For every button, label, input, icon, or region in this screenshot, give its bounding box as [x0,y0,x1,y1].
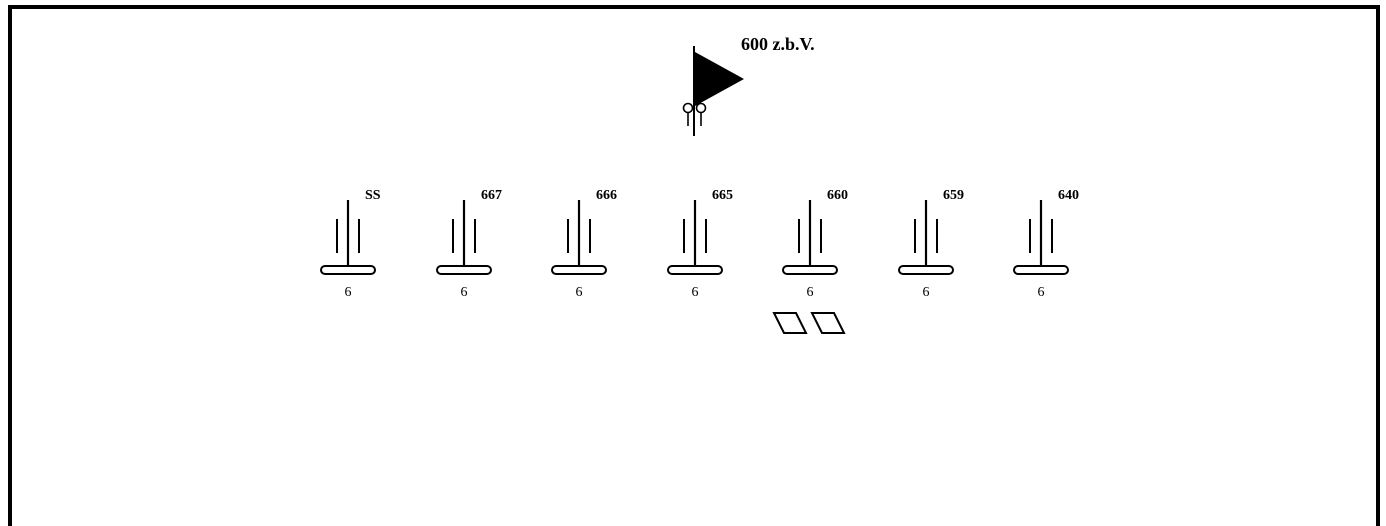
unit-strength: 6 [923,285,930,300]
unit-strength: 6 [692,285,699,300]
unit-label: 665 [712,188,733,203]
unit-0: SS 6 [320,188,381,300]
unit-symbol-icon [551,200,607,275]
vehicle-icon [772,312,808,334]
unit-symbol-icon [436,200,492,275]
unit-label: 660 [827,188,848,203]
unit-1: 667 6 [436,188,502,300]
headquarters: 600 z.b.V. [682,34,815,136]
unit-strength: 6 [576,285,583,300]
unit-4: 660 6 [772,188,848,334]
unit-symbol-icon [320,200,376,275]
unit-label: 667 [481,188,502,203]
unit-label: 666 [596,188,617,203]
headquarters-label: 600 z.b.V. [741,34,815,54]
unit-symbol-icon [898,200,954,275]
unit-label: SS [365,188,381,203]
vehicle-icon [810,312,846,334]
unit-symbol-icon [782,200,838,275]
unit-strength: 6 [345,285,352,300]
unit-strength: 6 [461,285,468,300]
unit-label: 659 [943,188,964,203]
unit-strength: 6 [1038,285,1045,300]
unit-5: 659 6 [898,188,964,300]
unit-strength: 6 [807,285,814,300]
unit-symbol-icon [667,200,723,275]
command-flag-icon [682,46,744,136]
unit-label: 640 [1058,188,1079,203]
unit-symbol-icon [1013,200,1069,275]
unit-6: 640 6 [1013,188,1079,300]
unit-3: 665 6 [667,188,733,300]
